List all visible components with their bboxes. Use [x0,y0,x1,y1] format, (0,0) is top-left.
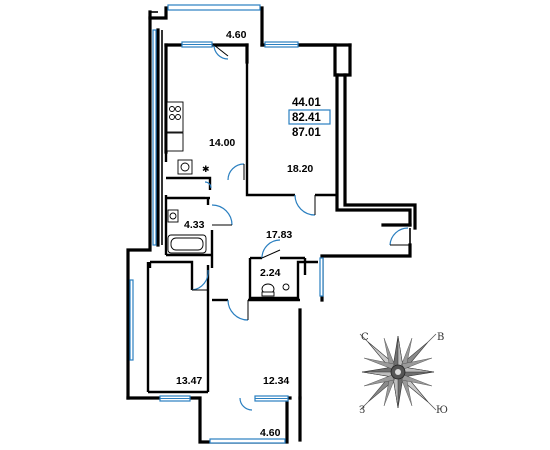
interior-walls [146,62,337,394]
door-kitchen [227,163,245,181]
compass-south-label: Ю [436,405,448,416]
door-balcony-bottom [239,397,253,411]
doors [191,44,410,411]
window-left-loggia [152,29,157,246]
window-balcony-bottom [209,438,286,444]
door-bathroom [211,204,233,226]
area-bathroom: 4.33 [184,219,205,231]
area-bedroom-bottom: 12.34 [263,375,289,387]
svg-text:✱: ✱ [202,165,210,175]
area-kitchen: 14.00 [209,137,235,149]
total-area: 82.41 [292,112,321,124]
area-bedroom-left: 13.47 [176,375,202,387]
area-totals: 44.01 82.41 87.01 [288,97,331,139]
fixtures: ✱ [166,101,290,297]
total-area-highlight [288,109,331,125]
area-wc: 2.24 [260,267,281,279]
area-hall: 17.83 [266,229,292,241]
door-wc [261,239,281,259]
compass-labels: С В З Ю [359,332,448,416]
door-entrance [389,227,409,246]
area-bedroom-right: 18.20 [287,163,313,175]
windows [129,4,324,444]
window-bedroom-left-side [129,279,134,361]
window-wc-side [319,257,324,297]
area-balcony-bottom: 4.60 [260,427,281,439]
compass-north-label: С [361,332,369,343]
door-bedroom-right [294,194,316,216]
compass-east-label: В [437,332,444,343]
door-bedroom-left [191,269,209,291]
total-area-with-balcony: 87.01 [292,127,321,139]
room-labels: 4.60 14.00 18.20 4.33 17.83 2.24 13.47 1… [176,29,313,439]
compass-west-label: З [359,405,365,416]
total-living-area: 44.01 [292,97,321,109]
area-balcony-top: 4.60 [226,29,247,41]
window-balcony-top [167,4,261,11]
door-bedroom-bottom [227,299,249,321]
door-balcony-top [213,44,229,60]
compass-rose [359,333,437,411]
